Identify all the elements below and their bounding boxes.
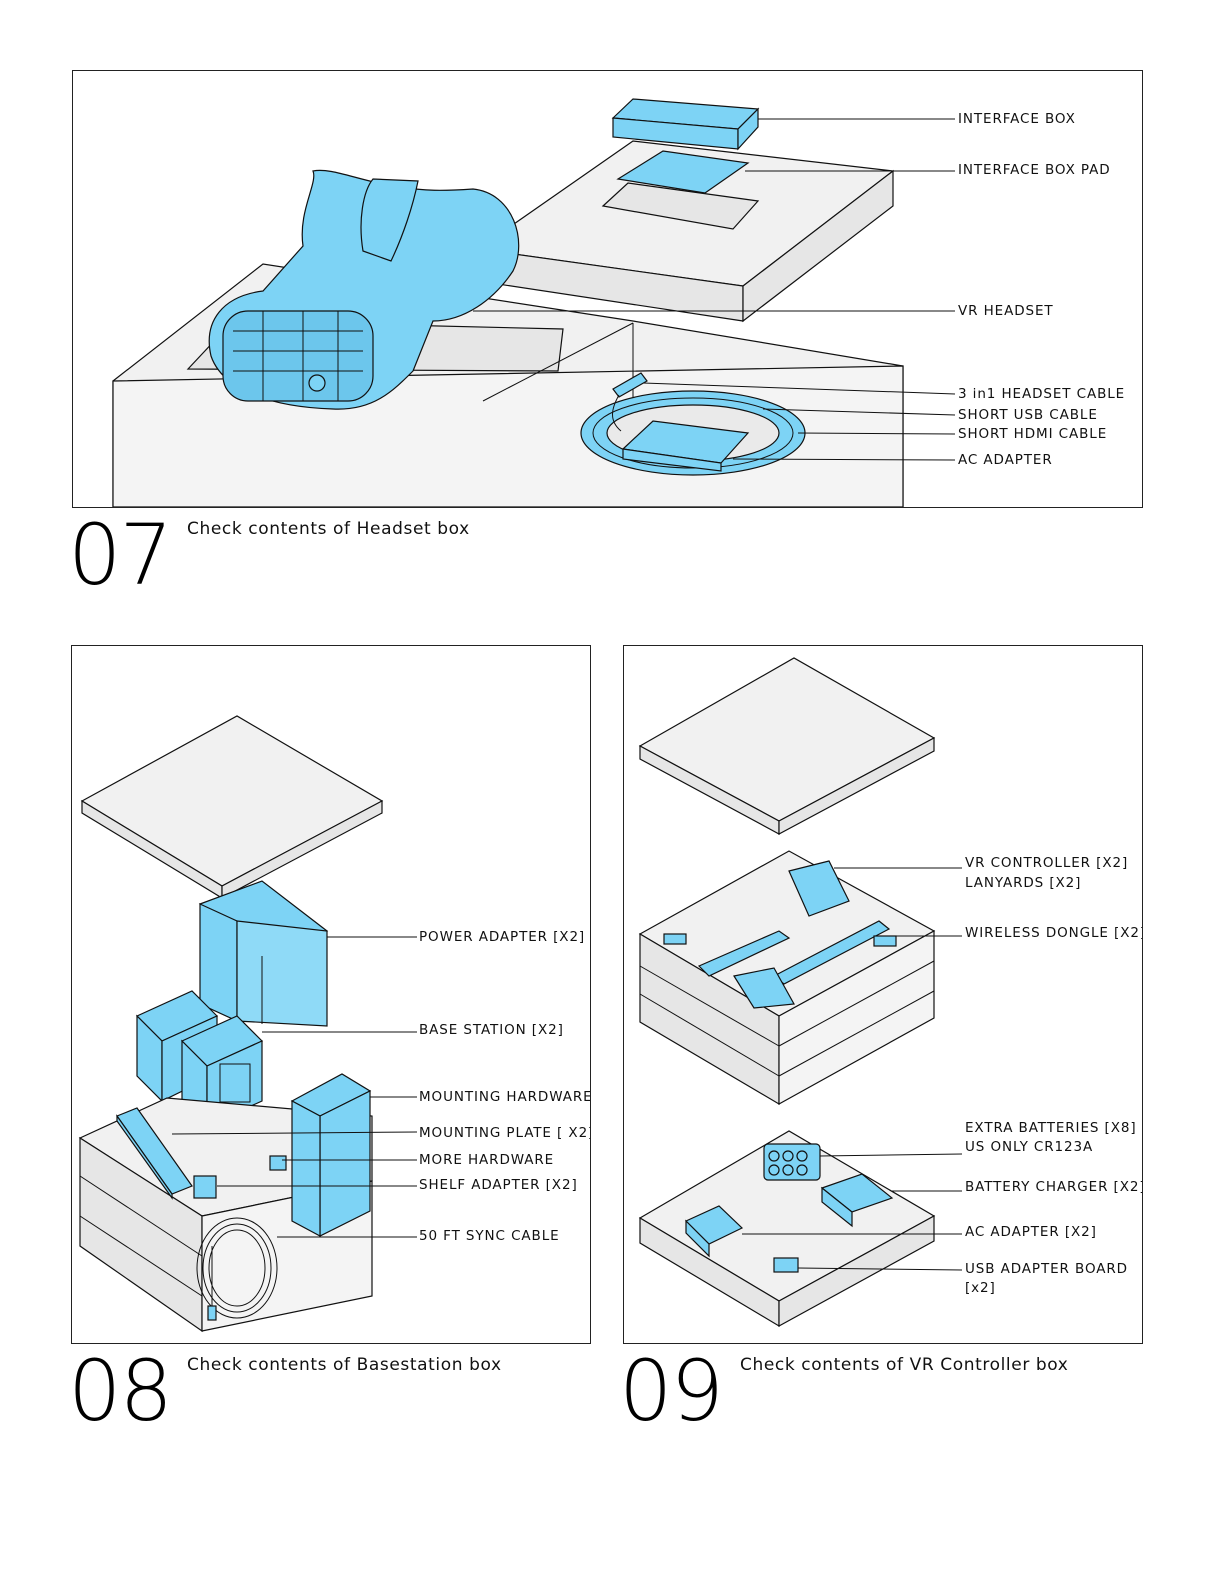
basestation-box-illustration-panel: POWER ADAPTER [X2] BASE STATION [X2] MOU… (71, 645, 591, 1344)
step-caption-09: Check contents of VR Controller box (740, 1355, 1068, 1375)
headset-box-illustration-panel: INTERFACE BOX INTERFACE BOX PAD VR HEADS… (72, 70, 1143, 508)
label-ac-adapter: AC ADAPTER (958, 452, 1053, 468)
step-number-07: 07 (68, 513, 171, 597)
step-caption-08: Check contents of Basestation box (187, 1355, 502, 1375)
label-interface-box: INTERFACE BOX (958, 111, 1076, 127)
label-usb-adapter-board-qty: [x2] (965, 1280, 996, 1296)
controller-box-illustration-panel: VR CONTROLLER [X2] LANYARDS [X2] WIRELES… (623, 645, 1143, 1344)
label-usb-adapter-board: USB ADAPTER BOARD (965, 1261, 1128, 1277)
label-base-station: BASE STATION [X2] (419, 1022, 564, 1038)
label-wireless-dongle: WIRELESS DONGLE [X2] (965, 925, 1143, 941)
label-sync-cable: 50 FT SYNC CABLE (419, 1228, 560, 1244)
label-short-hdmi-cable: SHORT HDMI CABLE (958, 426, 1107, 442)
label-vr-controller: VR CONTROLLER [X2] (965, 855, 1128, 871)
step-number-09: 09 (619, 1349, 722, 1433)
label-mounting-hardware: MOUNTING HARDWARE (419, 1089, 591, 1105)
label-battery-charger: BATTERY CHARGER [X2] (965, 1179, 1143, 1195)
label-vr-headset: VR HEADSET (958, 303, 1054, 319)
label-mounting-plate: MOUNTING PLATE [ X2] (419, 1125, 591, 1141)
label-extra-batteries: EXTRA BATTERIES [X8] (965, 1120, 1137, 1136)
label-shelf-adapter: SHELF ADAPTER [X2] (419, 1177, 578, 1193)
label-ac-adapter: AC ADAPTER [X2] (965, 1224, 1097, 1240)
label-interface-box-pad: INTERFACE BOX PAD (958, 162, 1111, 178)
label-lanyards: LANYARDS [X2] (965, 875, 1081, 891)
label-us-only: US ONLY CR123A (965, 1139, 1093, 1155)
step-number-08: 08 (68, 1349, 171, 1433)
step-caption-07: Check contents of Headset box (187, 519, 470, 539)
label-power-adapter: POWER ADAPTER [X2] (419, 929, 585, 945)
label-short-usb-cable: SHORT USB CABLE (958, 407, 1098, 423)
label-headset-cable: 3 in1 HEADSET CABLE (958, 386, 1125, 402)
label-more-hardware: MORE HARDWARE (419, 1152, 554, 1168)
